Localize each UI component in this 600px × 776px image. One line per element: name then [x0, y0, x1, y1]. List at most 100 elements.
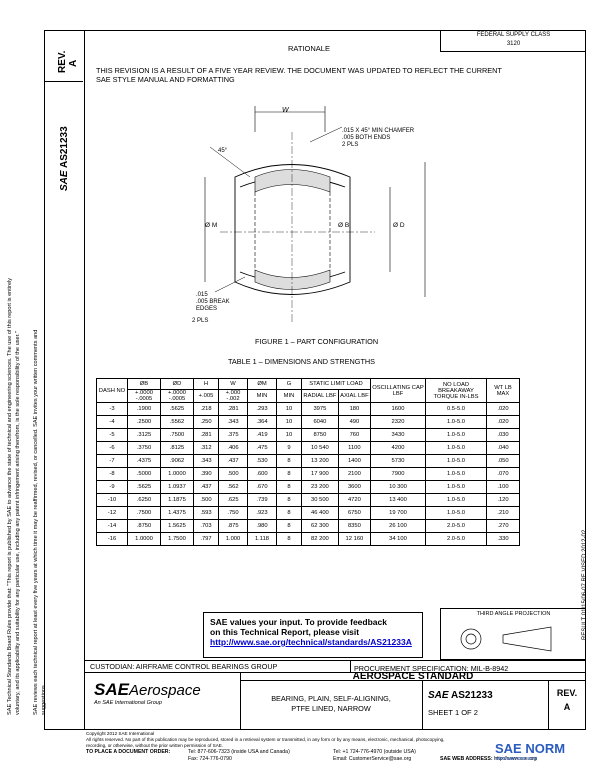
stamp-line: 3120: [506, 41, 521, 47]
table-cell: .5562: [160, 415, 194, 429]
sub-ob: +.0000 -.0005: [127, 389, 161, 403]
table-cell: -4: [96, 415, 128, 429]
projection-symbol: [460, 626, 552, 652]
table-cell: .312: [193, 441, 219, 455]
web-url[interactable]: http://www.sae.org: [494, 756, 537, 762]
footer-rights: All rights reserved. No part of this pub…: [86, 737, 445, 742]
table-cell: 3430: [370, 428, 426, 442]
legal-line: voluntary, and its applicability and sui…: [15, 331, 21, 715]
ob-label: Ø B: [338, 222, 350, 229]
table-cell: 2320: [370, 415, 426, 429]
table-cell: 760: [337, 428, 372, 442]
logo-subtitle: An SAE International Group: [94, 700, 162, 706]
table-cell: .437: [218, 454, 248, 468]
col-dash: DASH NO: [96, 378, 128, 403]
watermark: SAE NORM www.saenorm.com: [495, 741, 565, 762]
feedback-link[interactable]: http://www.sae.org/technical/standards/A…: [210, 637, 412, 647]
rev-label: REV.: [57, 50, 68, 73]
watermark-text: SAE NORM: [495, 741, 566, 756]
table-cell: 1.0-5.0: [425, 480, 487, 494]
table-cell: 1.0-5.0: [425, 493, 487, 507]
table-cell: .5625: [160, 402, 194, 416]
table-cell: -5: [96, 428, 128, 442]
sae-logo-tb: SAE: [428, 690, 449, 701]
table-cell: .343: [218, 415, 248, 429]
table-cell: -16: [96, 532, 128, 546]
table-cell: .8750: [127, 519, 161, 533]
order-label: TO PLACE A DOCUMENT ORDER:: [86, 749, 171, 755]
third-angle-projection: THIRD ANGLE PROJECTION: [440, 608, 586, 660]
table-cell: 8: [276, 454, 302, 468]
table-cell: .3750: [127, 441, 161, 455]
feedback-box: SAE values your input. To provide feedba…: [203, 612, 423, 658]
email[interactable]: Email: CustomerService@sae.org: [333, 756, 412, 762]
table-cell: -10: [96, 493, 128, 507]
feedback-line: SAE values your input. To provide feedba…: [210, 617, 387, 627]
table-cell: 10 540: [301, 441, 339, 455]
sub-od: +.0000 -.0005: [160, 389, 194, 403]
om-label: Ø M: [205, 222, 218, 229]
table-cell: 1.1875: [160, 493, 194, 507]
fax: Fax: 724-776-0790: [188, 756, 232, 762]
legal-notice: SAE Technical Standards Board Rules prov…: [6, 278, 48, 715]
table-cell: .797: [193, 532, 219, 546]
col-w: W: [218, 378, 248, 390]
doc-title-1: BEARING, PLAIN, SELF-ALIGNING,: [271, 694, 391, 703]
page-frame: [84, 30, 586, 730]
table-cell: -12: [96, 506, 128, 520]
table-cell: 9: [276, 441, 302, 455]
table-cell: 8: [276, 480, 302, 494]
doc-title-2: PTFE LINED, NARROW: [291, 704, 371, 713]
table-cell: .670: [247, 480, 277, 494]
sub-h: +.005: [193, 389, 219, 403]
col-osc: OSCILLATING CAP LBF: [370, 378, 426, 403]
table-cell: 1600: [370, 402, 426, 416]
legal-line: SAE Technical Standards Board Rules prov…: [7, 277, 13, 715]
figure-caption: FIGURE 1 – PART CONFIGURATION: [255, 337, 379, 346]
table-cell: 1.0000: [160, 467, 194, 481]
table-cell: 4200: [370, 441, 426, 455]
tel2: Tel: +1 724-776-4970 (outside USA): [333, 749, 416, 755]
col-h: H: [193, 378, 219, 390]
web-label: SAE WEB ADDRESS:: [440, 756, 493, 762]
table-cell: 1.0-5.0: [425, 441, 487, 455]
od-label: Ø D: [393, 222, 405, 229]
table-cell: .330: [486, 532, 520, 546]
table-cell: .1900: [127, 402, 161, 416]
table-cell: 8: [276, 467, 302, 481]
doc-id-vertical: AS21233: [59, 126, 70, 169]
table-cell: .625: [218, 493, 248, 507]
divider: [84, 672, 586, 673]
doc-number-text: AS21233: [450, 690, 493, 701]
sae-logo-small: SAE: [59, 170, 70, 191]
table-cell: .343: [193, 454, 219, 468]
table-cell: 490: [337, 415, 372, 429]
table-cell: -7: [96, 454, 128, 468]
sae-logo: SAE: [94, 680, 129, 699]
table-cell: 13 200: [301, 454, 339, 468]
stamp-line: FEDERAL SUPPLY CLASS: [476, 32, 551, 38]
rev-value-vertical: A: [68, 59, 79, 67]
table-cell: .739: [247, 493, 277, 507]
table-cell: .437: [193, 480, 219, 494]
table-cell: 1.0000: [127, 532, 161, 546]
table-cell: 30 500: [301, 493, 339, 507]
table-cell: -9: [96, 480, 128, 494]
table-caption: TABLE 1 – DIMENSIONS AND STRENGTHS: [228, 357, 376, 366]
table-cell: .5000: [127, 467, 161, 481]
footer-rights2: recording, or otherwise, without the pri…: [86, 743, 224, 748]
divider: [422, 680, 423, 730]
table-cell: .270: [486, 519, 520, 533]
table-cell: 2.0-5.0: [425, 532, 487, 546]
table-cell: -8: [96, 467, 128, 481]
feedback-line: on this Technical Report, please visit: [210, 627, 360, 637]
table-cell: 6750: [337, 506, 372, 520]
col-static: STATIC LIMIT LOAD: [301, 378, 371, 390]
side-doc-id: SAE AS21233: [59, 126, 70, 191]
table-cell: 2.0-5.0: [425, 519, 487, 533]
